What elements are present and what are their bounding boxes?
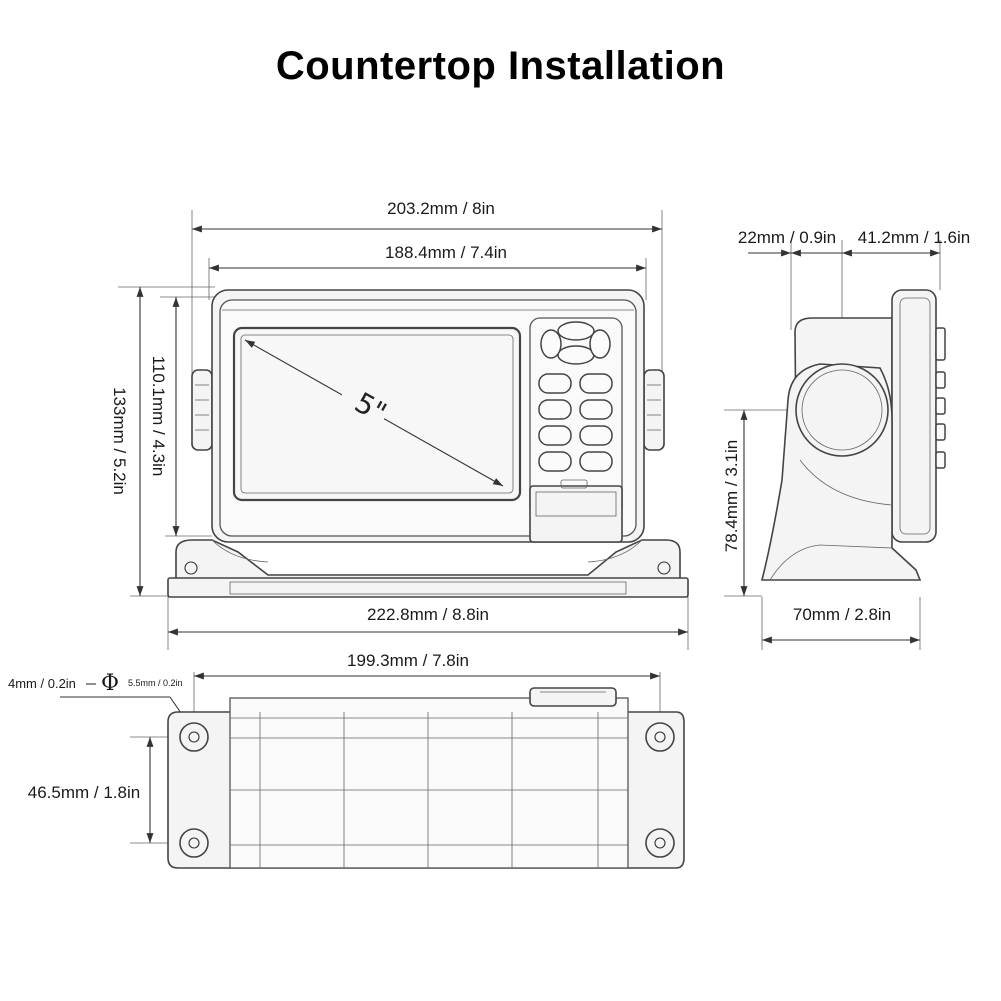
right-knob [643,369,665,451]
left-knob [191,369,213,451]
card-slot-cover [529,485,623,543]
dim-overall-width: 203.2mm / 8in [387,199,495,218]
unit-side-bezel [891,289,937,543]
dpad-down-button [557,345,595,365]
dim-pivot-height: 78.4mm / 3.1in [722,440,741,552]
side-view: 22mm / 0.9in 41.2mm / 1.6in 78.4mm / 3.1… [722,228,970,650]
keypad-buttons [538,373,613,472]
front-view: 203.2mm / 8in 188.4mm / 7.4in 133mm / 5.… [110,199,689,650]
top-view: 199.3mm / 7.8in 46.5mm / 1.8in 4mm / 0.2… [8,651,685,869]
mounting-holes [179,722,675,858]
dim-hole-spacing-depth: 46.5mm / 1.8in [28,783,140,802]
dim-overall-height: 133mm / 5.2in [110,387,129,495]
page-title: Countertop Installation [275,44,726,88]
top-keypad-edge [529,687,617,707]
front-base-bracket [175,539,681,581]
dim-base-depth: 70mm / 2.8in [793,605,891,624]
dim-hole-diameter: 5.5mm / 0.2in [128,678,183,688]
dpad-up-button [557,321,595,341]
dim-body-width: 188.4mm / 7.4in [385,243,507,262]
base-grid-ribs [230,712,628,868]
dpad-right-button [589,329,611,359]
dim-depth-top: 41.2mm / 1.6in [858,228,970,247]
dim-hole-spacing-width: 199.3mm / 7.8in [347,651,469,670]
dim-body-height: 110.1mm / 4.3in [149,356,168,477]
dpad-left-button [540,329,562,359]
dim-hole-depth: 4mm / 0.2in [8,676,76,691]
side-buttons [935,327,946,469]
dim-bracket-offset: 22mm / 0.9in [738,228,836,247]
diameter-symbol-icon: Φ [101,671,119,696]
side-knob [795,363,889,457]
top-unit-footprint [229,697,629,869]
dim-base-width: 222.8mm / 8.8in [367,605,489,624]
